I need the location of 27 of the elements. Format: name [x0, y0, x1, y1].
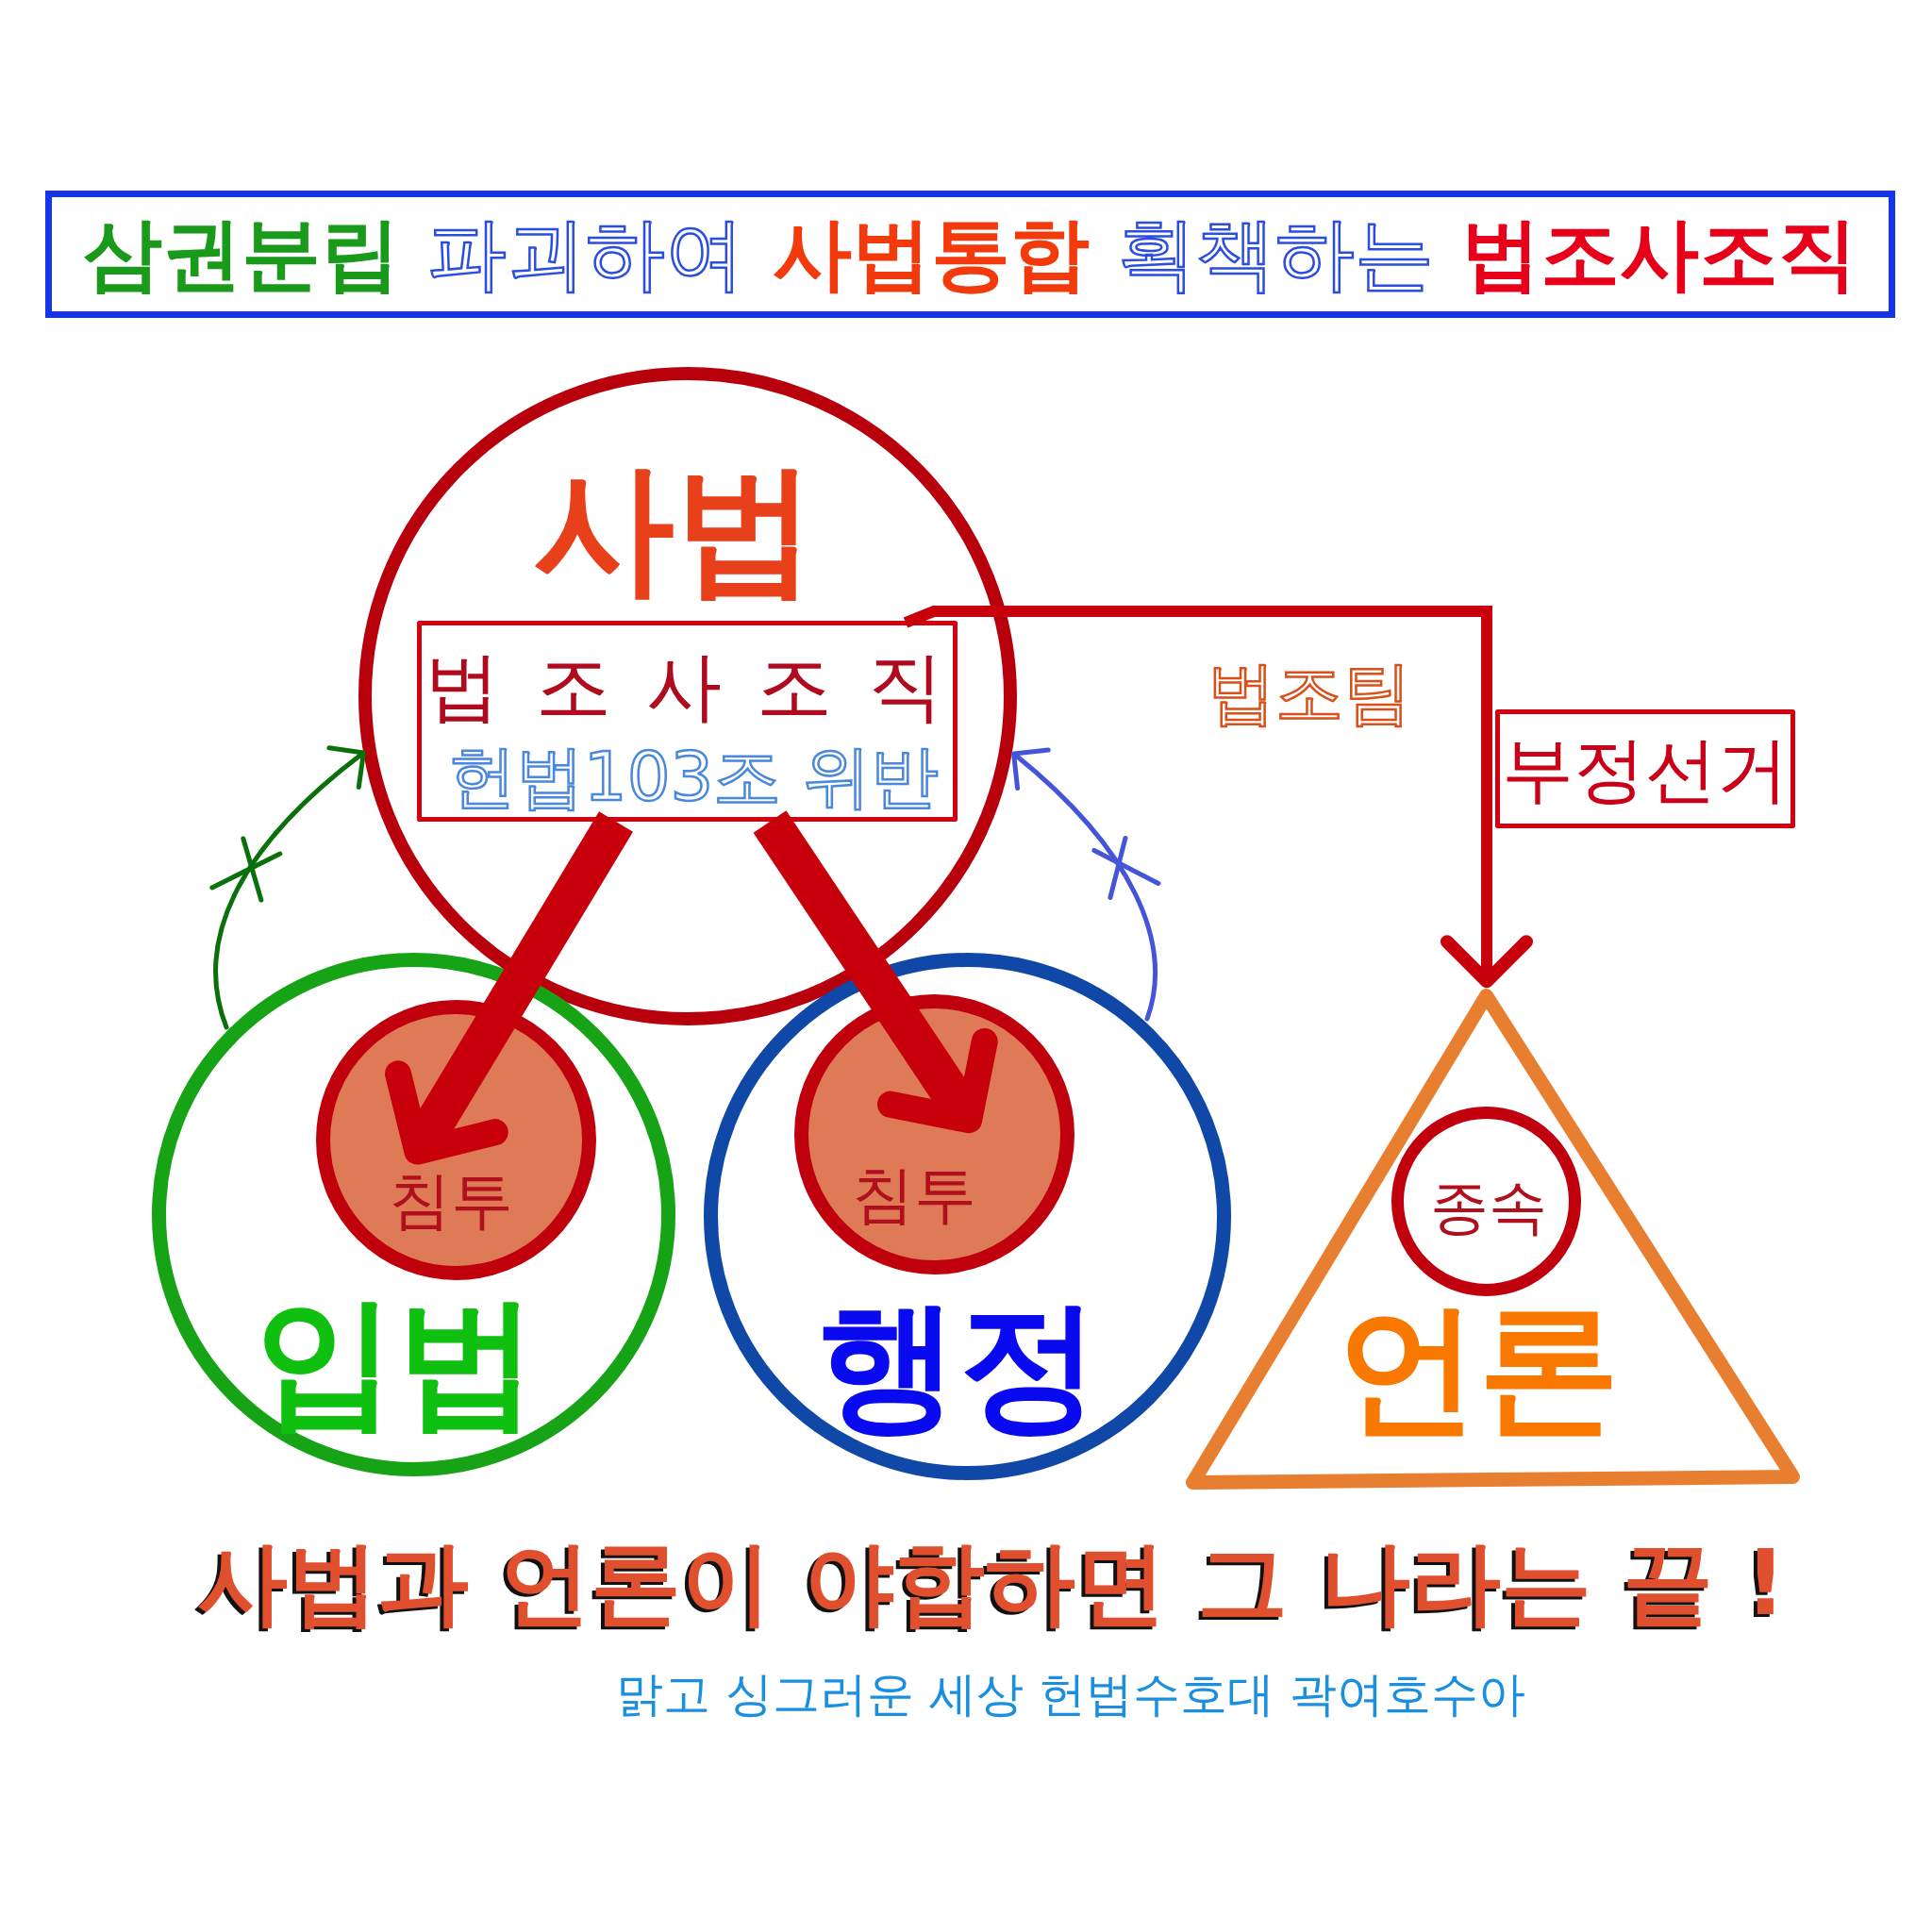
circle-title: 행정 [817, 1294, 1100, 1436]
triangle [1184, 987, 1801, 1491]
circle-label: 종속 [1430, 1178, 1547, 1237]
circle-label: 침투 [852, 1164, 976, 1226]
box-label: 부정선거 [1501, 733, 1789, 806]
large-circle [151, 952, 675, 1476]
triangle-title: 언론 [1337, 1297, 1620, 1439]
box-subtitle: 헌법103조 위반 [447, 742, 940, 810]
circle-title: 입법 [255, 1291, 538, 1432]
box-heading: 법 조 사 조 직 [425, 649, 949, 724]
block-arrow [385, 811, 633, 1165]
block-arrow [753, 810, 998, 1134]
caption: 사법과 언론이 야합하면 그 나라는 끝 ! [196, 1538, 1787, 1628]
framed-box [416, 620, 958, 822]
circle-label: 침투 [389, 1170, 513, 1232]
circle-title: 사법 [533, 458, 816, 599]
filled-circle [315, 999, 596, 1280]
curved-arrow [1011, 748, 1158, 1022]
framed-box [1494, 708, 1795, 828]
large-circle [358, 367, 1017, 1025]
small-circle [1391, 1106, 1581, 1296]
elbow-arrow [903, 606, 1533, 989]
curved-arrow [213, 746, 366, 1030]
credit-line: 맑고 싱그러운 세상 헌법수호대 곽여호수아 [616, 1671, 1525, 1718]
filled-circle [793, 993, 1074, 1274]
large-circle [703, 952, 1231, 1480]
title-banner: 삼권분립 파괴하여 사법통합 획책하는 법조사조직 [45, 191, 1895, 318]
